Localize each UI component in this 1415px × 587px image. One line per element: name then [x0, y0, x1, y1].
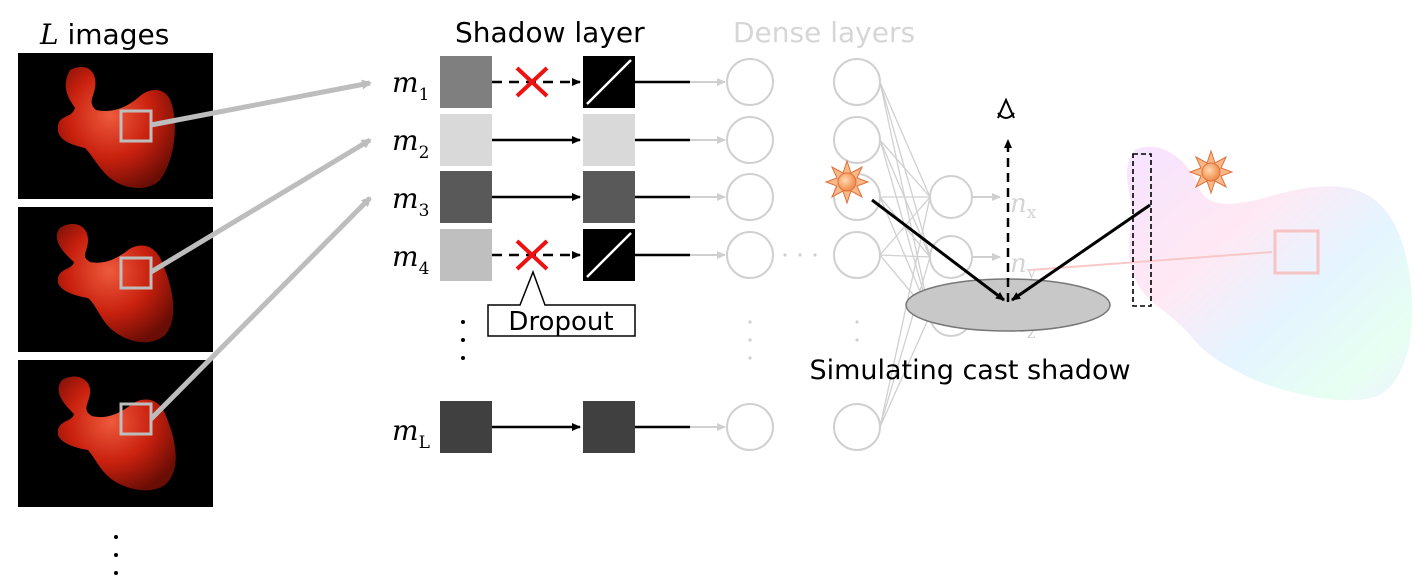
mask-output-1	[583, 56, 635, 108]
normal-map-pixel-box	[1273, 229, 1320, 275]
images-title: L images	[39, 18, 169, 51]
pixel-arrows	[149, 79, 372, 421]
row-labels: m1 m2 m3 m4 mL	[392, 66, 430, 453]
row-label-2: m2	[392, 124, 429, 163]
dense-network	[690, 58, 1001, 451]
mask-output-L	[583, 401, 635, 453]
sun-icon	[1188, 149, 1234, 195]
output-lines	[635, 80, 690, 429]
row-label-4: m4	[392, 240, 429, 279]
mask-input-1	[440, 56, 492, 108]
shadow-caption: Simulating cast shadow	[809, 355, 1130, 386]
mask-output-4	[583, 229, 635, 281]
images-continuation-dots	[114, 535, 118, 575]
row-label-1: m1	[392, 66, 429, 105]
cast-shadow-ray	[1011, 203, 1151, 302]
mask-input-3	[440, 171, 492, 223]
eye-icon	[997, 97, 1015, 119]
shadow-layer-title: Shadow layer	[455, 16, 645, 49]
mask-input-2	[440, 114, 492, 166]
dense-dots	[748, 253, 859, 360]
shadow-continuation-dots	[461, 320, 465, 360]
mask-input-4	[440, 229, 492, 281]
occluder	[1132, 153, 1152, 307]
mask-output-2	[583, 114, 635, 166]
normal-x: nx	[1010, 189, 1037, 223]
input-image-3	[18, 360, 213, 507]
cross-icon	[515, 66, 549, 98]
input-image-1	[18, 53, 213, 199]
mask-input-L	[440, 401, 492, 453]
mask-output-3	[583, 171, 635, 223]
cross-icon	[515, 239, 549, 271]
sun-icon	[824, 159, 870, 205]
row-label-L: mL	[392, 414, 430, 453]
shadow-connections	[492, 78, 581, 431]
dropout-callout: Dropout	[487, 269, 636, 337]
normal-y: ny	[1010, 249, 1037, 283]
row-label-3: m3	[392, 182, 429, 221]
input-image-2	[18, 207, 213, 352]
incident-light-ray	[871, 198, 1005, 302]
dropout-label: Dropout	[508, 307, 613, 337]
normal-map-object	[1127, 146, 1413, 401]
dense-layers-title: Dense layers	[733, 16, 915, 49]
